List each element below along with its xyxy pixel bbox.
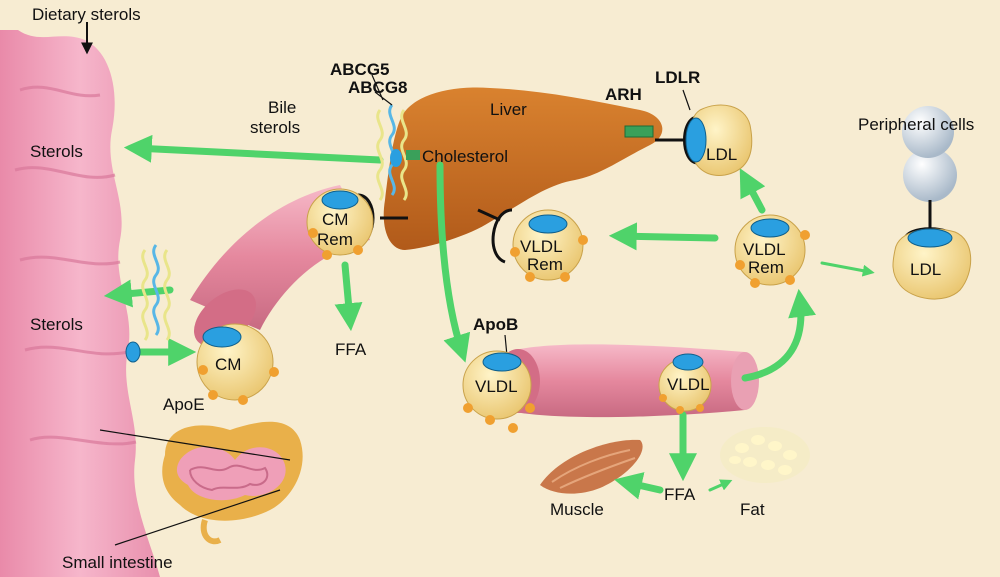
label-ldlr: LDLR (655, 68, 700, 87)
label-sterols-mid: Sterols (30, 315, 83, 334)
vldl-rem-left-particle (510, 209, 588, 282)
arh-marker (624, 125, 654, 138)
abcg8-leader (374, 91, 393, 106)
label-muscle: Muscle (550, 500, 604, 519)
label-ffa-bottom: FFA (664, 485, 696, 504)
arrow-rem-to-ldl-peripheral (820, 261, 875, 277)
label-vldl-rem-left-vldl: VLDL (520, 237, 563, 256)
arrow-ffa-to-fat (708, 479, 733, 492)
label-vldl-left: VLDL (475, 377, 518, 396)
liver (383, 87, 663, 250)
label-small-intestine: Small intestine (62, 553, 173, 572)
arrow-to-vldl-rem-left (608, 222, 719, 251)
vldl-rem-receptor-stem (477, 208, 501, 222)
label-abcg8: ABCG8 (348, 78, 408, 97)
intestine-folds (14, 85, 137, 446)
label-vldl-rem-right-rem: Rem (748, 258, 784, 277)
cm-particle (196, 323, 279, 405)
label-liver: Liver (490, 100, 527, 119)
small-intestine-leader-2 (114, 489, 281, 546)
label-cm-rem-cm: CM (322, 210, 348, 229)
sterol-marker (125, 341, 141, 363)
small-intestine-leader-1 (99, 429, 291, 461)
fat-illustration (720, 427, 810, 483)
label-fat: Fat (740, 500, 765, 519)
ldl-peripheral-particle (892, 228, 972, 300)
abcg5-leader (371, 74, 384, 101)
label-cm-rem-rem: Rem (317, 230, 353, 249)
small-intestine-illustration (162, 421, 303, 545)
label-vldl-right: VLDL (667, 375, 710, 394)
label-peripheral-cells: Peripheral cells (858, 115, 974, 134)
peripheral-cell-2 (903, 148, 957, 202)
label-cm: CM (215, 355, 241, 374)
label-apob: ApoB (473, 315, 518, 334)
arrow-bile-to-sterols (123, 134, 384, 164)
label-arh: ARH (605, 85, 642, 104)
label-apoe: ApoE (163, 395, 205, 414)
arrow-ffa-to-muscle (614, 472, 664, 500)
label-cholesterol: Cholesterol (422, 147, 508, 166)
ldl-liver-particle (685, 104, 753, 176)
label-vldl-rem-left-rem: Rem (527, 255, 563, 274)
label-ldl-liver: LDL (706, 145, 737, 164)
cm-rem-particle (306, 188, 374, 260)
label-ffa-left: FFA (335, 340, 367, 359)
cholesterol-marker (406, 150, 420, 160)
label-abcg5: ABCG5 (330, 60, 390, 79)
label-dietary-sterols: Dietary sterols (32, 5, 141, 24)
arrow-cmrem-to-ffa (334, 261, 363, 332)
label-ldl-peripheral: LDL (910, 260, 941, 279)
arrow-liver-to-vldl (436, 161, 471, 363)
vldl-rem-right-particle (734, 214, 810, 288)
label-vldl-rem-right-vldl: VLDL (743, 240, 786, 259)
abcg-transporter-intestine (141, 244, 171, 341)
arrow-to-ldl-liver (739, 168, 766, 214)
abcg-transporter-liver (376, 104, 408, 201)
vldl-left-particle (462, 350, 535, 433)
intestine-wall (0, 30, 160, 577)
label-bile-sterols: sterols (250, 118, 300, 137)
ldlr-leader (682, 89, 691, 111)
vldl-rem-receptor-cup (491, 208, 513, 264)
arrow-vldl-to-rem (741, 288, 816, 382)
label-bile: Bile (268, 98, 296, 117)
peripheral-cell-1 (902, 106, 954, 158)
label-sterols-top: Sterols (30, 142, 83, 161)
cholesterol-blue-marker (390, 149, 402, 167)
vldl-right-particle (658, 353, 712, 414)
